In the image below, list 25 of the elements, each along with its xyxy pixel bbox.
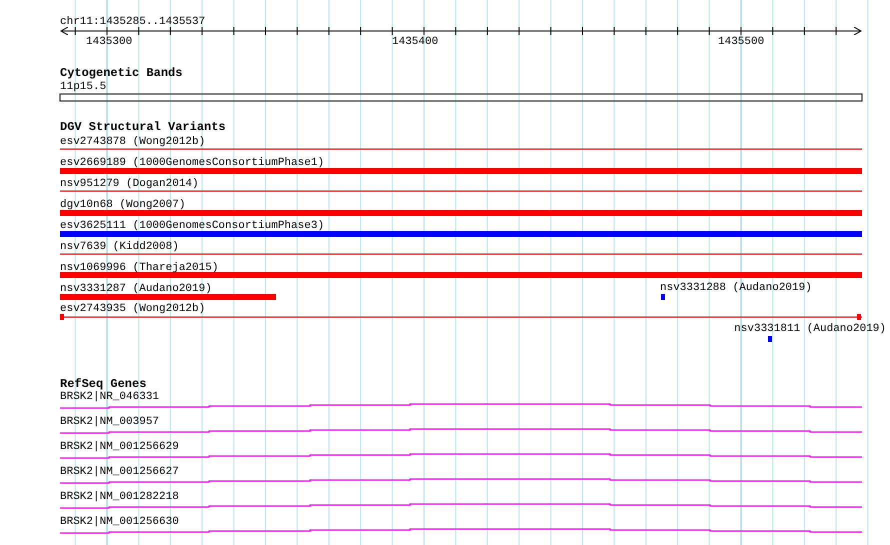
feature-label: nsv3331288 (Audano2019) <box>660 282 812 294</box>
feature-label: nsv7639 (Kidd2008) <box>60 241 179 253</box>
location-label: chr11:1435285..1435537 <box>60 16 206 28</box>
feature-label: esv2669189 (1000GenomesConsortiumPhase1) <box>60 157 324 169</box>
gene-label: BRSK2|NM_001256630 <box>60 516 179 528</box>
feature-label: nsv951279 (Dogan2014) <box>60 178 199 190</box>
track-title: Cytogenetic Bands <box>60 67 182 79</box>
gene-label: BRSK2|NM_001256627 <box>60 466 179 478</box>
feature-label: esv3625111 (1000GenomesConsortiumPhase3) <box>60 220 324 232</box>
feature-label: nsv1069996 (Thareja2015) <box>60 262 218 274</box>
feature-label: nsv3331811 (Audano2019) <box>734 323 886 335</box>
track-title: DGV Structural Variants <box>60 121 226 133</box>
gene-label: BRSK2|NM_003957 <box>60 416 160 428</box>
gene-label: BRSK2|NR_046331 <box>60 391 160 403</box>
feature-label: nsv3331287 (Audano2019) <box>60 283 212 295</box>
gene-label: BRSK2|NM_001256629 <box>60 441 179 453</box>
feature-label: esv2743878 (Wong2012b) <box>60 136 206 148</box>
track-title: RefSeq Genes <box>60 378 146 390</box>
tick-label: 1435400 <box>392 36 438 48</box>
tick-label: 1435300 <box>86 36 132 48</box>
tick-label: 1435500 <box>718 36 764 48</box>
gene-label: BRSK2|NM_001282218 <box>60 491 179 503</box>
feature-label: dgv10n68 (Wong2007) <box>60 199 186 211</box>
band-label: 11p15.5 <box>60 81 106 93</box>
feature-label: esv2743935 (Wong2012b) <box>60 303 206 315</box>
